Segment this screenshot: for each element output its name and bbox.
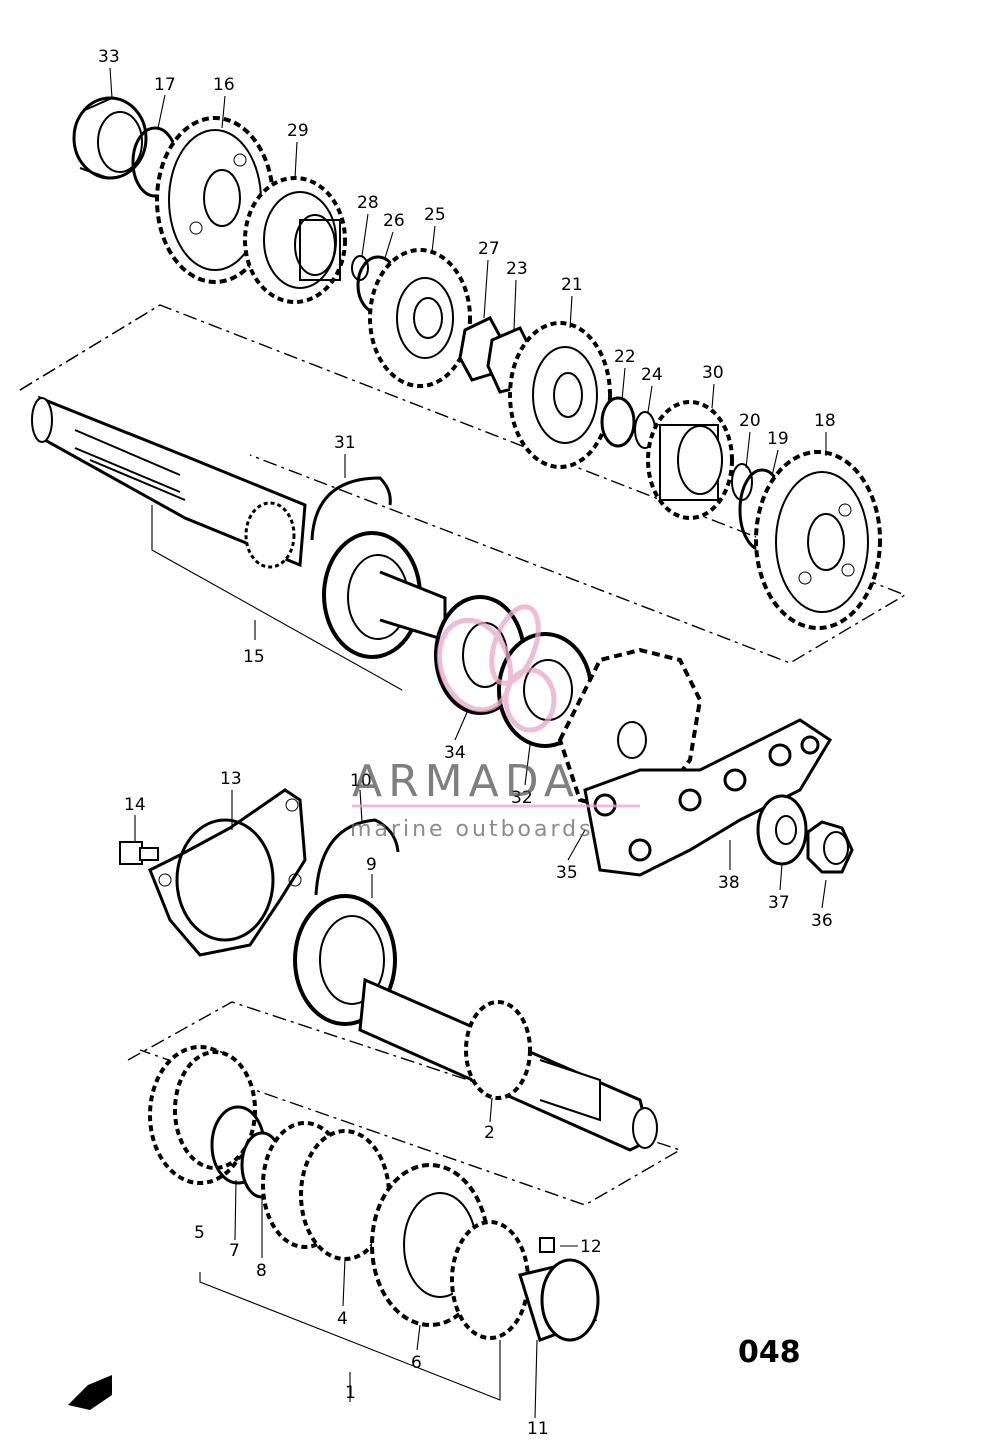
label-6: 6 bbox=[411, 1353, 422, 1373]
label-21: 21 bbox=[561, 275, 583, 295]
pin-12 bbox=[539, 1237, 555, 1253]
label-38: 38 bbox=[718, 873, 740, 893]
label-16: 16 bbox=[213, 75, 235, 95]
label-33: 33 bbox=[98, 47, 120, 67]
label-10: 10 bbox=[350, 771, 372, 791]
label-4: 4 bbox=[337, 1309, 348, 1329]
label-7: 7 bbox=[229, 1241, 240, 1261]
gear-4 bbox=[261, 1121, 391, 1261]
bolt-14 bbox=[119, 841, 159, 865]
circlip-10 bbox=[314, 818, 400, 896]
bushing-22 bbox=[600, 396, 636, 448]
label-14: 14 bbox=[124, 795, 146, 815]
gear-30 bbox=[646, 400, 734, 520]
label-8: 8 bbox=[256, 1261, 267, 1281]
watermark-title: ARMADA bbox=[352, 756, 580, 807]
circlip-31 bbox=[310, 476, 392, 541]
label-37: 37 bbox=[768, 893, 790, 913]
label-20: 20 bbox=[739, 411, 761, 431]
gear-1 bbox=[450, 1220, 530, 1340]
label-31: 31 bbox=[334, 433, 356, 453]
gear-5 bbox=[148, 1045, 257, 1185]
label-23: 23 bbox=[506, 259, 528, 279]
lock-washer-37 bbox=[756, 794, 808, 866]
label-32: 32 bbox=[511, 788, 533, 808]
label-15: 15 bbox=[243, 647, 265, 667]
leader-lines bbox=[109, 67, 827, 1419]
watermark-logo-icon bbox=[436, 604, 557, 733]
label-11: 11 bbox=[527, 1419, 549, 1439]
label-9: 9 bbox=[366, 855, 377, 875]
label-17: 17 bbox=[154, 75, 176, 95]
front-arrow-icon bbox=[68, 1375, 112, 1410]
gear-21 bbox=[508, 321, 612, 469]
label-30: 30 bbox=[702, 363, 724, 383]
label-19: 19 bbox=[767, 429, 789, 449]
page-number: 048 bbox=[738, 1335, 801, 1370]
label-13: 13 bbox=[220, 769, 242, 789]
watermark: ARMADA marine outboards bbox=[350, 604, 640, 842]
label-18: 18 bbox=[814, 411, 836, 431]
gear-18 bbox=[754, 450, 882, 630]
part-number-labels: 33 17 16 29 28 26 25 27 23 21 22 24 30 2… bbox=[98, 47, 836, 1439]
watermark-subtitle: marine outboards bbox=[350, 817, 594, 842]
driveshaft-2 bbox=[358, 977, 658, 1152]
drive-chain-38 bbox=[583, 718, 833, 877]
label-28: 28 bbox=[357, 193, 379, 213]
upper-gear-stack bbox=[72, 96, 882, 630]
label-36: 36 bbox=[811, 911, 833, 931]
gear-29 bbox=[243, 176, 347, 304]
ring-28 bbox=[351, 255, 369, 281]
label-26: 26 bbox=[383, 211, 405, 231]
lower-gear-stack bbox=[148, 1045, 600, 1342]
label-1: 1 bbox=[345, 1383, 356, 1403]
label-27: 27 bbox=[478, 239, 500, 259]
nut-36 bbox=[806, 820, 854, 874]
assembly-guide-lines bbox=[19, 304, 907, 1206]
label-29: 29 bbox=[287, 121, 309, 141]
label-34: 34 bbox=[444, 743, 466, 763]
label-2: 2 bbox=[484, 1123, 495, 1143]
group-brackets bbox=[151, 505, 501, 1402]
needle-bearing-33 bbox=[72, 96, 148, 180]
label-35: 35 bbox=[556, 863, 578, 883]
bushing-11 bbox=[518, 1258, 600, 1342]
label-5: 5 bbox=[194, 1223, 205, 1243]
label-24: 24 bbox=[641, 365, 663, 385]
countershaft-15 bbox=[31, 395, 307, 569]
label-12: 12 bbox=[580, 1237, 602, 1257]
retainer-plate-13 bbox=[148, 788, 307, 957]
label-25: 25 bbox=[424, 205, 446, 225]
gear-25 bbox=[368, 248, 472, 388]
label-22: 22 bbox=[614, 347, 636, 367]
